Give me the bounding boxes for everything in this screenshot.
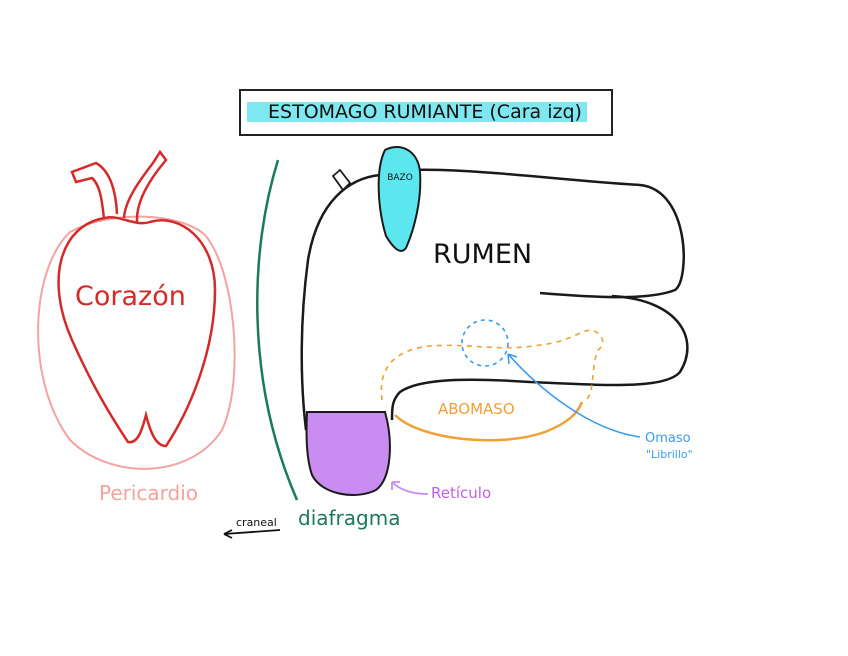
heart-vessel-left [70, 161, 119, 220]
title-highlight [247, 102, 587, 122]
abomasum-dashed [380, 329, 604, 403]
reticulum-shape [305, 411, 391, 496]
omasum-label: Omaso [645, 431, 691, 446]
reticulum-label: Retículo [431, 484, 491, 502]
cranial-indicator: craneal [223, 516, 281, 539]
diaphragm-label: diafragma [298, 506, 400, 530]
abomasum-label: ABOMASO [438, 400, 515, 418]
cranial-arrow-icon [223, 529, 281, 539]
spleen-shape [377, 145, 422, 252]
heart-vessel-right [122, 149, 168, 223]
heart-body [57, 215, 217, 448]
diaphragm-line [256, 159, 299, 501]
pericardium-outline [37, 215, 236, 470]
reticulum-arrow [391, 481, 429, 495]
pericardium-label: Pericardio [99, 481, 198, 505]
omasum-shape [461, 319, 509, 367]
omasum-alias-label: "Librillo" [646, 448, 693, 461]
rumen-outline [300, 168, 689, 431]
cranial-label: craneal [236, 516, 277, 529]
rumen-tip [331, 168, 352, 192]
heart-label: Corazón [75, 281, 186, 312]
heart [57, 149, 217, 448]
abomasum-outline [394, 401, 584, 442]
title-text: ESTOMAGO RUMIANTE (Cara izq) [268, 101, 582, 123]
spleen-label: BAZO [387, 173, 413, 183]
title-box: ESTOMAGO RUMIANTE (Cara izq) [239, 89, 613, 136]
omasum-arrow [507, 353, 641, 438]
rumen-label: RUMEN [433, 239, 532, 270]
